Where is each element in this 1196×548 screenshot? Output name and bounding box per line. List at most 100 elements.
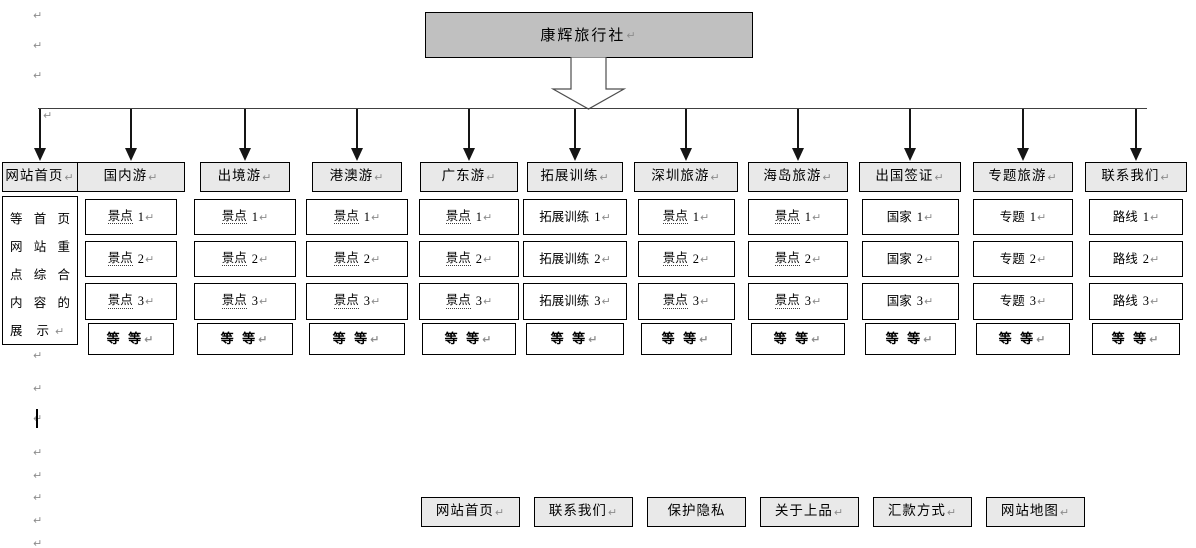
- footer-link-box-1[interactable]: 联系我们↵: [534, 497, 633, 527]
- item-number: 2: [804, 251, 812, 266]
- down-arrow-head-icon: [568, 148, 581, 161]
- column-header-box-6[interactable]: 深圳旅游↵: [634, 162, 738, 192]
- paragraph-mark-icon: ↵: [371, 295, 381, 308]
- paragraph-mark-icon: ↵: [812, 252, 822, 266]
- paragraph-mark-icon: ↵: [601, 252, 611, 266]
- footer-link-box-3[interactable]: 关于上品↵: [760, 497, 859, 527]
- item-label: 景点: [774, 207, 800, 225]
- paragraph-mark-icon: ↵: [259, 295, 269, 308]
- paragraph-mark-icon: ↵: [259, 210, 269, 224]
- etc-box[interactable]: 等 等↵: [88, 323, 174, 355]
- column-header-box-10[interactable]: 联系我们↵: [1085, 162, 1187, 192]
- item-number: 2: [1142, 251, 1150, 266]
- item-number: 3: [251, 294, 259, 309]
- paragraph-mark-icon: ↵: [54, 325, 70, 338]
- etc-label: 等 等: [773, 331, 811, 347]
- paragraph-mark-icon: ↵: [946, 505, 958, 519]
- footer-link-box-0[interactable]: 网站首页↵: [421, 497, 520, 527]
- footer-link-label: 保护隐私: [667, 503, 726, 520]
- etc-box[interactable]: 等 等↵: [640, 323, 732, 355]
- column-header-box-8[interactable]: 出国签证↵: [859, 162, 961, 192]
- column-header-label: 联系我们: [1101, 168, 1160, 185]
- column-header-box-7[interactable]: 海岛旅游↵: [748, 162, 848, 192]
- footer-link-box-5[interactable]: 网站地图↵: [986, 497, 1085, 527]
- column-header-box-4[interactable]: 广东游↵: [420, 162, 518, 192]
- etc-box[interactable]: 等 等↵: [1092, 323, 1180, 355]
- etc-box[interactable]: 等 等↵: [309, 323, 405, 355]
- down-arrow-shaft: [574, 109, 576, 148]
- note-line-text: 网 站 重: [10, 239, 70, 254]
- root-node-box[interactable]: 康辉旅行社↵: [425, 12, 753, 58]
- etc-box[interactable]: 等 等↵: [197, 323, 293, 355]
- footer-link-box-4[interactable]: 汇款方式↵: [873, 497, 972, 527]
- item-label: 国家: [886, 250, 912, 266]
- paragraph-mark-icon: ↵: [64, 170, 75, 184]
- down-arrow-shaft: [468, 109, 470, 148]
- item-label: 路线: [1112, 208, 1138, 224]
- column-header-box-3[interactable]: 港澳游↵: [312, 162, 402, 192]
- paragraph-mark-icon: ↵: [262, 170, 273, 184]
- paragraph-mark-icon: ↵: [923, 332, 935, 346]
- down-arrow-shaft: [130, 109, 132, 148]
- paragraph-mark-icon: ↵: [1149, 332, 1161, 346]
- item-number: 2: [475, 251, 483, 266]
- item-number: 3: [804, 294, 812, 309]
- note-line: 内 容 的: [10, 289, 70, 317]
- etc-box[interactable]: 等 等↵: [422, 323, 516, 355]
- homepage-note-box[interactable]: 等 首 页网 站 重点 综 合内 容 的展 示↵: [2, 196, 78, 345]
- etc-box[interactable]: 等 等↵: [751, 323, 845, 355]
- down-arrow-shaft: [1022, 109, 1024, 148]
- down-arrow-shaft: [685, 109, 687, 148]
- note-line-text: 等 首 页: [10, 211, 70, 226]
- etc-box[interactable]: 等 等↵: [864, 323, 956, 355]
- paragraph-mark-icon: ↵: [1047, 170, 1058, 184]
- paragraph-mark-icon: ↵: [626, 28, 638, 42]
- paragraph-mark-icon: ↵: [33, 537, 43, 548]
- etc-box[interactable]: 等 等↵: [526, 323, 624, 355]
- column-header-box-1[interactable]: 国内游↵: [77, 162, 185, 192]
- column-header-box-2[interactable]: 出境游↵: [200, 162, 290, 192]
- down-arrow-shaft: [39, 109, 41, 148]
- footer-link-box-2[interactable]: 保护隐私: [647, 497, 746, 527]
- column-header-box-0[interactable]: 网站首页↵: [1, 162, 79, 192]
- item-label: 景点: [333, 249, 359, 267]
- item-label: 景点: [445, 207, 471, 225]
- item-label: 景点: [107, 249, 133, 267]
- paragraph-mark-icon: ↵: [33, 349, 43, 362]
- etc-box[interactable]: 等 等↵: [976, 323, 1070, 355]
- column-header-box-5[interactable]: 拓展训练↵: [527, 162, 623, 192]
- paragraph-mark-icon: ↵: [1160, 170, 1171, 184]
- column-header-box-9[interactable]: 专题旅游↵: [973, 162, 1073, 192]
- paragraph-mark-icon: ↵: [33, 69, 43, 82]
